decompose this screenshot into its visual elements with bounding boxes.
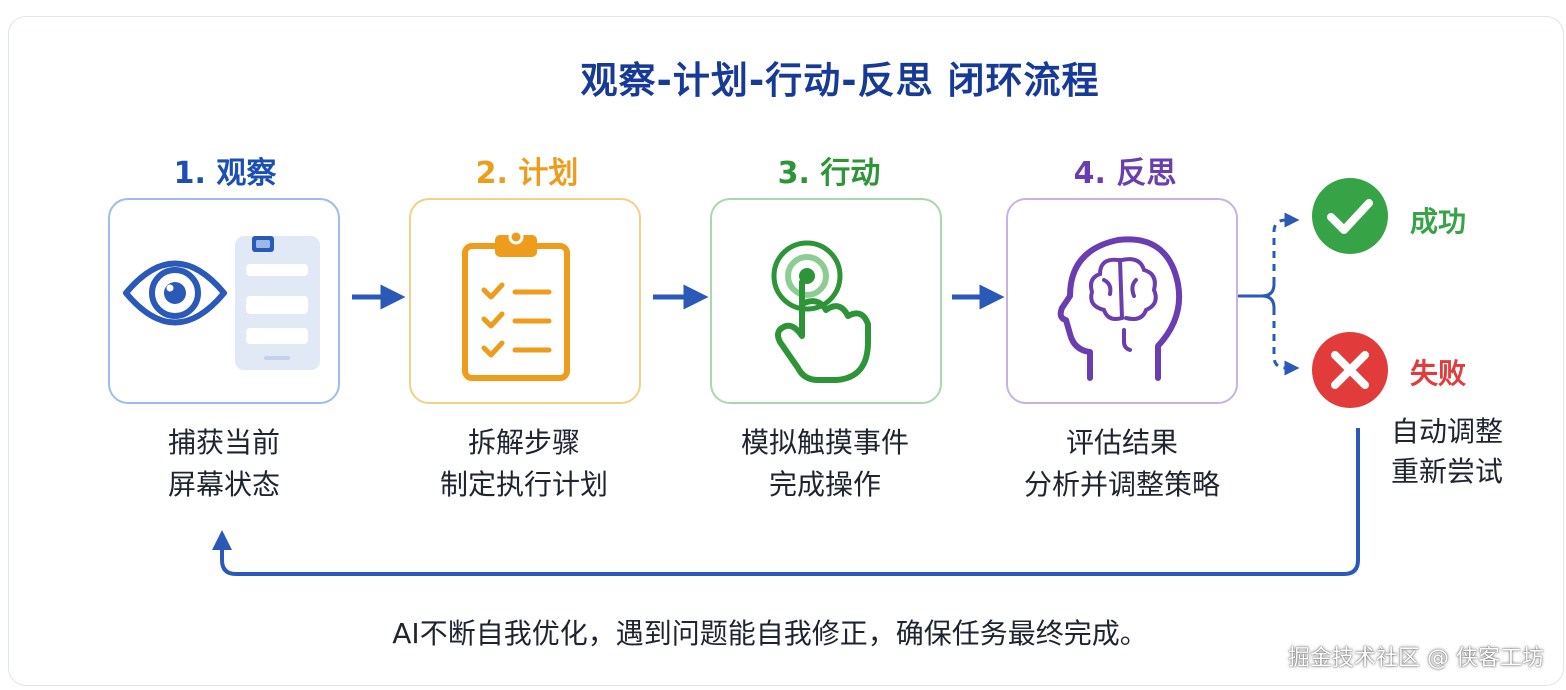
- checkmark-circle-icon: [1312, 178, 1388, 254]
- step-desc-observe-line1: 捕获当前: [167, 426, 280, 459]
- step-desc-plan: 拆解步骤 制定执行计划: [374, 422, 674, 506]
- brain-head-icon: [1057, 236, 1183, 381]
- step-desc-plan-line1: 拆解步骤: [467, 426, 580, 459]
- step-desc-observe-line2: 屏幕状态: [167, 468, 280, 501]
- outcome-branch-connector: [1238, 212, 1300, 376]
- step-box-reflect: [1006, 198, 1238, 404]
- step-desc-reflect-line1: 评估结果: [1065, 426, 1178, 459]
- step-desc-reflect: 评估结果 分析并调整策略: [972, 422, 1272, 506]
- step-desc-act: 模拟触摸事件 完成操作: [675, 422, 975, 506]
- tap-hand-icon: [771, 240, 871, 383]
- watermark: 掘金技术社区 @ 侠客工坊: [1288, 646, 1544, 671]
- eye-icon: [123, 236, 320, 370]
- step-title-act: 3. 行动: [777, 156, 881, 191]
- step-desc-reflect-line2: 分析并调整策略: [1023, 468, 1220, 501]
- retry-note-line2: 重新尝试: [1390, 455, 1503, 488]
- retry-note: 自动调整 重新尝试: [1372, 412, 1522, 492]
- step-desc-observe: 捕获当前 屏幕状态: [74, 422, 374, 506]
- outcome-success-label: 成功: [1410, 205, 1467, 238]
- step-desc-act-line1: 模拟触摸事件: [740, 426, 909, 459]
- retry-note-line1: 自动调整: [1390, 415, 1503, 448]
- outcome-failure-label: 失败: [1410, 357, 1467, 390]
- x-circle-icon: [1312, 332, 1388, 408]
- step-box-plan: [409, 198, 641, 404]
- step-box-act: [710, 198, 942, 404]
- step-desc-plan-line2: 制定执行计划: [439, 468, 608, 501]
- clipboard-checklist-icon: [462, 229, 570, 381]
- caption: AI不断自我优化，遇到问题能自我修正，确保任务最终完成。: [392, 617, 1148, 650]
- step-desc-act-line2: 完成操作: [768, 468, 881, 501]
- step-box-observe: [108, 198, 340, 404]
- step-title-reflect: 4. 反思: [1073, 156, 1177, 191]
- step-title-plan: 2. 计划: [475, 156, 579, 191]
- step-title-observe: 1. 观察: [173, 156, 277, 191]
- page-title: 观察-计划-行动-反思 闭环流程: [580, 59, 1100, 102]
- feedback-loop-arrow: [212, 428, 1360, 576]
